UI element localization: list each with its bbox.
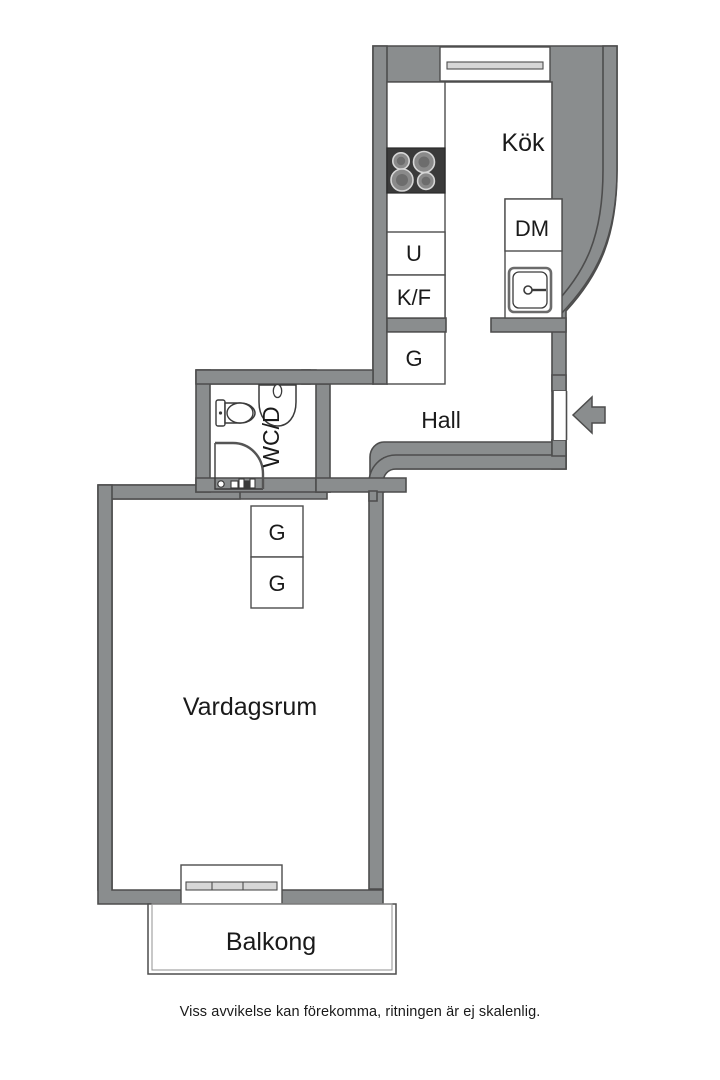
wall-wc-bottom-right	[315, 477, 407, 493]
entrance-opening	[553, 391, 566, 440]
wall-under-fittings-left	[386, 317, 447, 333]
unit-label-wardrobe-lr-1: G	[268, 520, 285, 545]
wall-livingroom-left-bottom	[97, 484, 384, 905]
room-label-vardagsrum: Vardagsrum	[183, 693, 317, 721]
room-label-kok: Kök	[501, 129, 545, 157]
room-labels: Kök Hall WC/D Vardagsrum Balkong	[183, 129, 545, 956]
balcony-door	[180, 864, 283, 905]
room-label-hall: Hall	[421, 407, 461, 433]
wall-wc-right	[315, 383, 331, 493]
wardrobe-lr-2-box	[250, 556, 304, 609]
wall-livingroom-right	[368, 482, 384, 890]
wall-entrance-jamb-bottom	[551, 439, 567, 457]
kitchen-fittings-left	[386, 81, 446, 385]
unit-label-fridge-freezer: K/F	[397, 285, 431, 310]
room-label-wcd: WC/D	[258, 406, 284, 467]
wardrobe-hall-box	[386, 331, 446, 385]
balcony-outline	[147, 903, 397, 975]
dishwasher-box	[504, 198, 563, 252]
bathroom-fixtures	[214, 383, 297, 490]
unit-label-wardrobe-lr-2: G	[268, 571, 285, 596]
kitchen-sink	[507, 266, 553, 314]
unit-label-dishwasher: DM	[515, 216, 549, 241]
room-label-balkong: Balkong	[226, 928, 316, 956]
wall-wc-left	[195, 369, 211, 493]
wall-wc-to-livingroom	[97, 484, 241, 891]
unit-label-oven: U	[406, 241, 422, 266]
wall-hall-left-stub	[195, 369, 374, 385]
wall-upper-left	[372, 45, 388, 385]
oven-box	[386, 231, 446, 276]
unit-labels: U K/F DM G G G	[268, 216, 549, 596]
kitchen-window	[439, 46, 551, 82]
entrance-arrow-icon	[571, 395, 606, 435]
disclaimer-text: Viss avvikelse kan förekomma, ritningen …	[179, 1004, 541, 1020]
livingroom-wardrobes	[250, 505, 304, 609]
toilet	[215, 399, 256, 427]
wall-entrance-jamb-top	[551, 374, 567, 392]
fridge-freezer-box	[386, 274, 446, 319]
unit-label-wardrobe-hall: G	[405, 346, 422, 371]
shower-enclosure	[214, 441, 265, 490]
walls-group	[97, 45, 618, 905]
kitchen-fittings-right	[504, 198, 563, 319]
washbasin	[258, 383, 297, 427]
wall-door-jamb-lr	[368, 490, 378, 502]
wall-under-sink	[490, 317, 567, 333]
